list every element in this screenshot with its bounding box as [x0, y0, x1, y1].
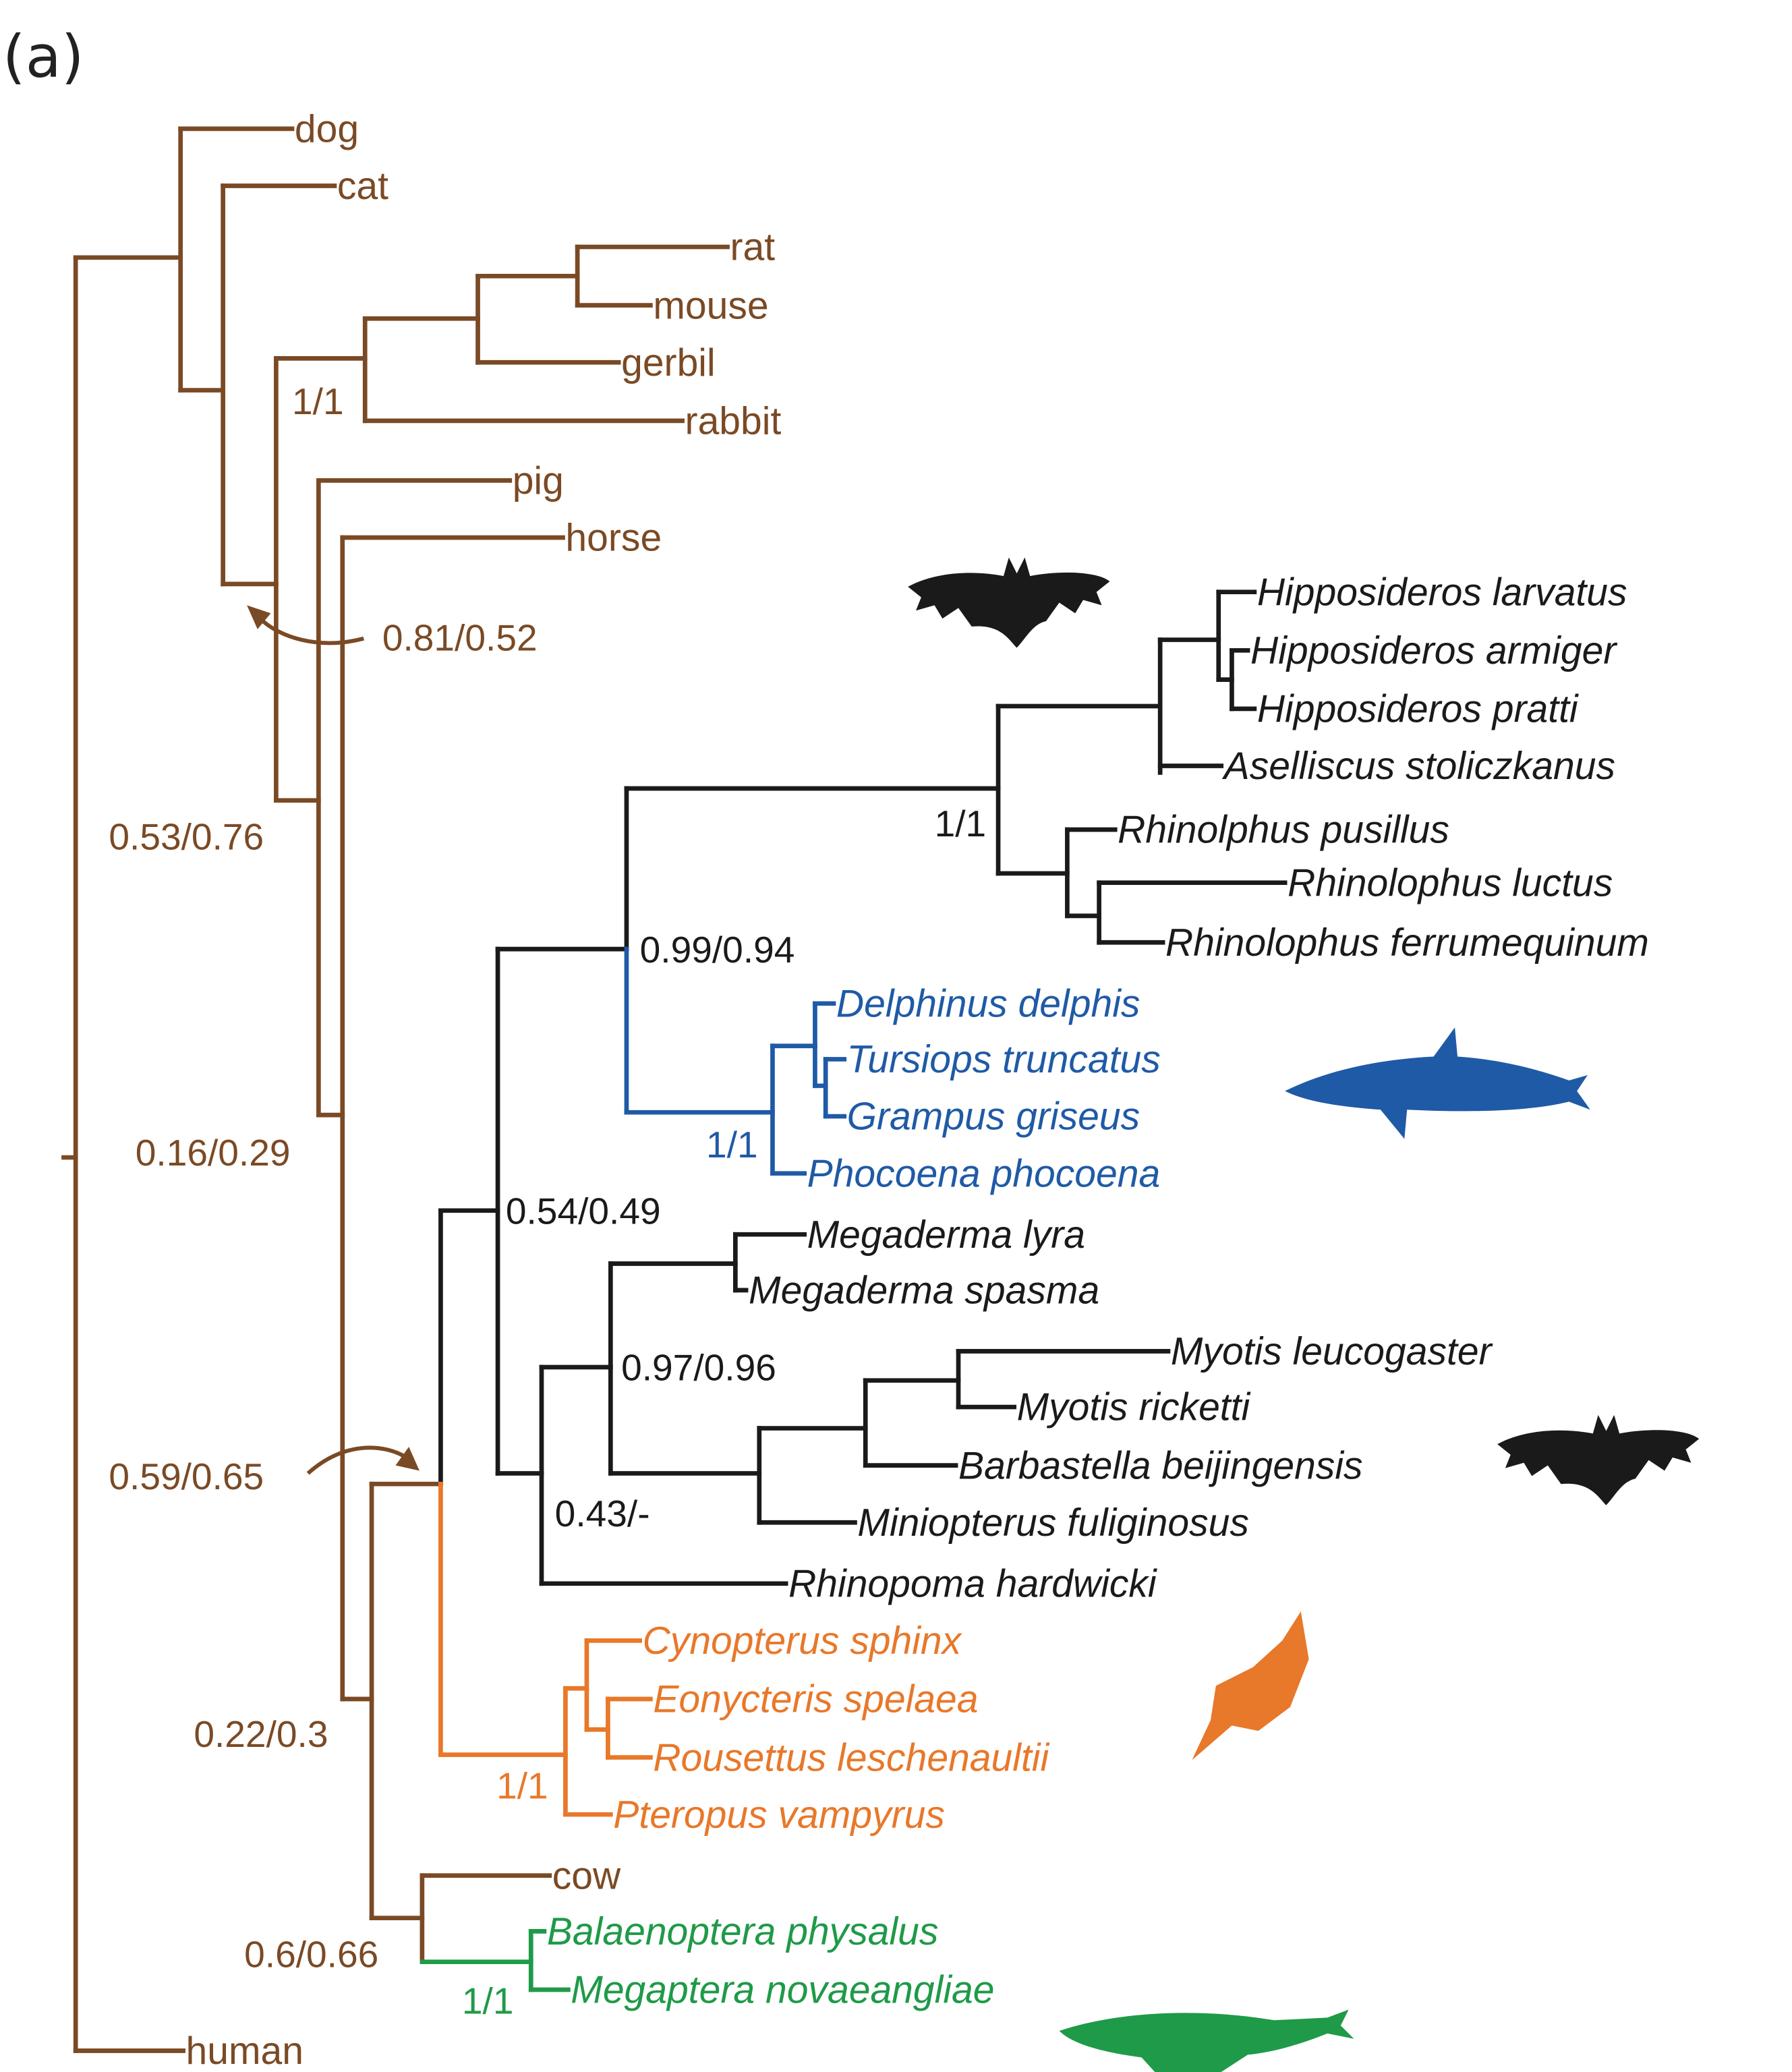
taxon-label-mnov: Megaptera novaeangliae [571, 1969, 994, 2012]
taxon-label-ddel: Delphinus delphis [836, 982, 1140, 1025]
taxon-label-mspa: Megaderma spasma [749, 1269, 1099, 1313]
support-value-laurasiatheria-a: 0.53/0.76 [109, 816, 264, 858]
taxon-label-csph: Cynopterus sphinx [643, 1619, 963, 1663]
support-value-echolocators: 0.54/0.49 [506, 1190, 661, 1232]
taxon-label-ttru: Tursiops truncatus [847, 1038, 1161, 1081]
taxon-label-human: human [186, 2030, 304, 2072]
taxon-label-rfer: Rhinolophus ferrumequinum [1165, 921, 1649, 965]
taxon-label-gerbil: gerbil [621, 341, 716, 384]
taxon-label-bbei: Barbastella beijingensis [958, 1444, 1363, 1487]
taxon-label-bphy: Balaenoptera physalus [547, 1910, 939, 1953]
taxon-label-dog: dog [295, 108, 359, 151]
taxon-label-ggri: Grampus griseus [847, 1095, 1140, 1139]
support-value-rhinolophoidea: 1/1 [935, 803, 987, 844]
support-value-whales: 1/1 [462, 1980, 514, 2021]
bat-silhouette-icon [1497, 1414, 1700, 1505]
panel-label: (a) [3, 24, 84, 91]
taxon-label-rabbit: rabbit [685, 400, 782, 443]
support-value-dolphins: 1/1 [706, 1124, 758, 1166]
taxon-label-rluc: Rhinolophus luctus [1288, 861, 1613, 904]
taxon-label-cat: cat [337, 165, 388, 208]
taxon-label-hpra: Hipposideros pratti [1257, 688, 1579, 731]
support-value-pteropodidae: 1/1 [496, 1765, 548, 1807]
support-value-laurasiatheria-b: 0.16/0.29 [136, 1132, 291, 1174]
taxon-label-rhar: Rhinopoma hardwicki [788, 1562, 1157, 1605]
arrow-pig-horse-head [247, 605, 271, 629]
taxon-label-mful: Miniopterus fuliginosus [857, 1501, 1248, 1545]
taxon-label-asto: Aselliscus stoliczkanus [1222, 745, 1615, 788]
support-value-megaderma-vesper: 0.97/0.96 [621, 1347, 776, 1389]
arrow-chiroptera [306, 1445, 407, 1475]
support-value-rhino-dolphin: 0.99/0.94 [640, 929, 795, 971]
support-value-scrotifera: 0.22/0.3 [194, 1713, 328, 1755]
support-value-yangochiroptera: 0.43/- [555, 1493, 650, 1534]
support-value-glires: 1/1 [292, 380, 344, 422]
taxon-label-horse: horse [565, 517, 662, 560]
taxon-label-mlyr: Megaderma lyra [807, 1213, 1085, 1257]
taxon-label-mric: Myotis ricketti [1017, 1386, 1251, 1429]
taxon-label-harm: Hipposideros armiger [1250, 629, 1617, 672]
taxon-label-mouse: mouse [653, 284, 768, 327]
fruit-bat-silhouette-icon [1192, 1611, 1309, 1760]
support-value-cetartiodactyla: 0.6/0.66 [244, 1934, 378, 1976]
arrow-pig-horse [258, 616, 365, 645]
taxon-label-hlar: Hipposideros larvatus [1257, 571, 1627, 614]
taxon-label-rat: rat [730, 226, 775, 269]
bat-silhouette-icon [908, 557, 1110, 648]
taxon-label-cow: cow [552, 1854, 621, 1897]
taxon-label-ppho: Phocoena phocoena [807, 1152, 1161, 1195]
taxon-label-mleu: Myotis leucogaster [1171, 1330, 1493, 1373]
support-value-chiroptera-arrow: 0.59/0.65 [109, 1456, 264, 1497]
whale-silhouette-icon [1059, 2009, 1354, 2072]
taxon-label-rles: Rousettus leschenaultii [653, 1736, 1049, 1779]
taxon-label-pvam: Pteropus vampyrus [613, 1793, 945, 1837]
taxon-label-pig: pig [513, 459, 564, 502]
dolphin-silhouette-icon [1285, 1027, 1590, 1139]
taxon-label-espe: Eonycteris spelaea [653, 1678, 978, 1721]
arrow-chiroptera-head [395, 1447, 420, 1471]
support-value-pig-horse-arrow: 0.81/0.52 [382, 616, 538, 658]
taxon-label-rpus: Rhinolphus pusillus [1118, 809, 1449, 852]
